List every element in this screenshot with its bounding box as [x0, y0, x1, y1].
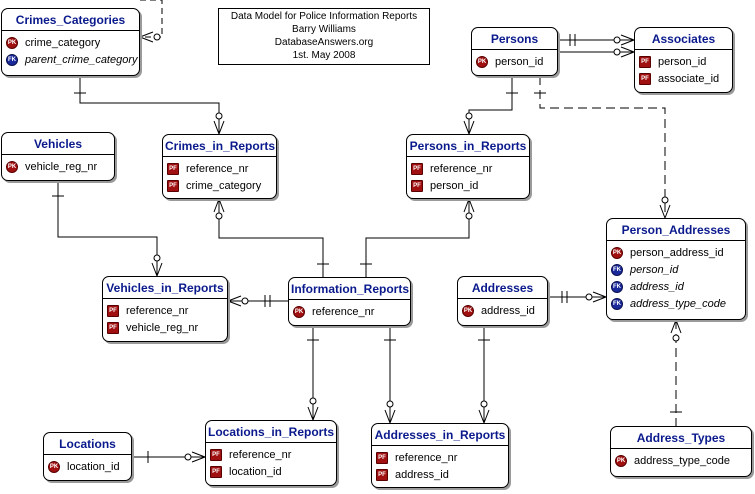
- diagram-author: Barry Williams: [292, 24, 356, 35]
- entity-title: Associates: [635, 28, 732, 50]
- entity-title: Vehicles_in_Reports: [103, 277, 227, 299]
- primary-foreign-key-icon: PF: [376, 468, 388, 481]
- primary-foreign-key-icon: PF: [411, 179, 423, 192]
- primary-key-icon: PK: [6, 160, 18, 173]
- rel-persons-person-addresses: [539, 76, 666, 218]
- primary-key-icon: PK: [462, 304, 474, 317]
- rel-crimes-categories-crimes-in-reports: [79, 76, 220, 134]
- primary-foreign-key-icon: PF: [210, 465, 222, 478]
- diagram-date: 1st. May 2008: [292, 50, 356, 61]
- entity-title: Persons_in_Reports: [407, 135, 529, 157]
- primary-foreign-key-icon: PF: [107, 304, 119, 317]
- entity-title: Persons: [472, 28, 557, 50]
- diagram-site: DatabaseAnswers.org: [274, 37, 374, 48]
- primary-foreign-key-icon: PF: [411, 162, 423, 175]
- primary-key-icon: PK: [293, 305, 305, 318]
- entity-title: Crimes_in_Reports: [163, 135, 276, 157]
- primary-key-icon: PK: [476, 55, 488, 68]
- primary-foreign-key-icon: PF: [376, 451, 388, 464]
- primary-key-icon: PK: [615, 454, 627, 467]
- entity-title: Locations_in_Reports: [206, 421, 336, 443]
- primary-key-icon: PK: [611, 246, 623, 259]
- entity-title: Locations: [44, 433, 131, 455]
- entity-title: Person_Addresses: [607, 219, 745, 241]
- rel-persons-in-reports-information-reports: [365, 199, 470, 277]
- entity-title: Address_Types: [611, 427, 751, 449]
- primary-foreign-key-icon: PF: [639, 72, 651, 85]
- foreign-key-icon: FK: [611, 263, 623, 276]
- entity-title: Vehicles: [2, 133, 114, 155]
- diagram-title: Data Model for Police Information Report…: [230, 11, 418, 22]
- primary-foreign-key-icon: PF: [639, 55, 651, 68]
- rel-crimes-in-reports-information-reports: [218, 199, 324, 277]
- rel-crime-category-parent: [140, 0, 163, 38]
- foreign-key-icon: FK: [6, 53, 18, 66]
- primary-foreign-key-icon: PF: [167, 162, 179, 175]
- primary-key-icon: PK: [6, 36, 18, 49]
- primary-key-icon: PK: [48, 460, 60, 473]
- primary-foreign-key-icon: PF: [107, 321, 119, 334]
- rel-persons-persons-in-reports: [468, 76, 513, 134]
- rel-vehicles-vehicles-in-reports: [57, 181, 158, 276]
- entity-title: Addresses: [458, 277, 547, 299]
- entity-title: Addresses_in_Reports: [372, 424, 508, 446]
- foreign-key-icon: FK: [611, 297, 623, 310]
- entity-title: Crimes_Categories: [2, 9, 139, 31]
- primary-foreign-key-icon: PF: [167, 179, 179, 192]
- primary-foreign-key-icon: PF: [210, 448, 222, 461]
- entity-title: Information_Reports: [289, 278, 410, 300]
- foreign-key-icon: FK: [611, 280, 623, 293]
- diagram-info-box: Data Model for Police Information Report…: [218, 8, 430, 65]
